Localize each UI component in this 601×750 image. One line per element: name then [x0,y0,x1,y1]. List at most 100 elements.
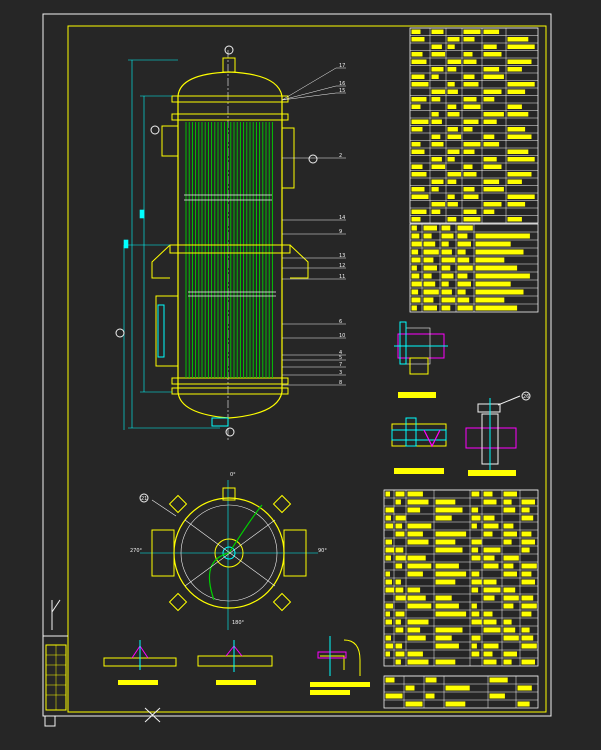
table-cell-text [471,539,482,545]
table-cell-text [411,225,417,231]
table-cell-text [463,119,479,124]
part-26-label: 26 [523,394,529,400]
table-cell-text [447,44,455,49]
plan-green-arc-2 [228,504,263,554]
table-cell-text [385,651,390,657]
table-cell-text [435,579,456,585]
table-cell-text [503,563,514,569]
table-cell-text [471,611,480,617]
table-cell-text [431,29,444,34]
table-cell-text [411,52,423,57]
table-cell-text [407,635,426,641]
table-cell-text [463,59,477,64]
plan-inner-circle [180,504,278,602]
table-cell-text [483,547,501,553]
table-cell-text [441,225,451,231]
table-cell-text [395,515,406,521]
table-cell-text [471,619,482,625]
table-cell-text [411,82,429,87]
table-cell-text [407,659,429,665]
table-cell-text [423,297,434,303]
plan-center-bore [222,546,236,560]
table-cell-text [411,172,427,177]
weld-detail-2 [197,640,273,685]
table-cell-text [463,172,477,177]
table-cell-text [405,685,415,691]
table-cell-text [483,531,493,537]
table-cell-text [441,297,456,303]
table-cell-text [521,539,535,545]
table-cell-text [423,249,439,255]
table-cell-text [441,249,452,255]
table-cell-text [407,491,423,497]
table-cell-text [471,547,479,553]
top-nozzle-marker [224,45,234,55]
table-cell-text [521,547,530,553]
table-cell-text [447,127,458,132]
table-cell-text [431,67,444,72]
table-cell-text [507,67,522,72]
left-strip-lines [46,645,66,710]
balloon-label: 8 [339,380,342,386]
table-cell-text [441,241,449,247]
table-cell-text [423,265,437,271]
balloon-label: 2 [339,153,342,159]
balloon-label: 12 [339,263,345,269]
table-cell-text [475,249,524,255]
table-cell-text [507,157,535,162]
table-cell-text [407,555,426,561]
table-cell-text [411,164,423,169]
detail-view-2 [391,417,447,474]
table-cell-text [407,603,432,609]
bottom-tubesheet [171,377,289,385]
table-cell-text [507,127,526,132]
plan-green-arc-1 [208,552,230,601]
table-cell-text [441,281,449,287]
table-cell-text [483,643,499,649]
table-cell-text [395,523,403,529]
balloon-label: 17 [339,63,345,69]
table-cell-text [411,127,423,132]
table-cell-text [385,619,392,625]
table-cell-text [395,547,404,553]
table-cell-text [405,701,423,707]
table-cell-text [521,603,537,609]
table-cell-text [483,29,500,34]
table-cell-text [395,659,401,665]
table-cell-text [385,579,392,585]
table-cell-text [411,281,422,287]
table-cell-text [475,233,530,239]
table-cell-text [471,651,480,657]
table-cell-text [483,651,493,657]
table-cell-text [483,563,499,569]
left-lower-nozzle [155,295,179,367]
table-cell-text [447,59,462,64]
balloon-label: 15 [339,88,345,94]
table-cell-text [507,149,529,154]
table-cell-text [407,587,421,593]
table-cell-text [385,491,390,497]
table-cell-text [483,97,495,102]
table-cell-text [503,571,517,577]
table-cell-text [483,499,497,505]
table-cell-text [475,265,518,271]
balloon-label: 13 [339,253,345,259]
table-cell-text [507,179,522,184]
table-cell-text [395,619,401,625]
ucs-cross [144,707,161,723]
table-cell-text [441,257,456,263]
table-cell-text [483,164,502,169]
table-cell-text [425,693,435,699]
bottom-nozzle-marker [225,427,235,437]
table-cell-text [463,29,481,34]
table-cell-text [507,172,532,177]
table-cell-text [521,499,535,505]
table-cell-text [395,627,404,633]
table-cell-text [503,491,517,497]
table-cell-text [411,37,425,42]
table-cell-text [435,531,467,537]
table-cell-text [483,67,500,72]
bottom-flange [171,387,289,395]
table-cell-text [521,643,537,649]
